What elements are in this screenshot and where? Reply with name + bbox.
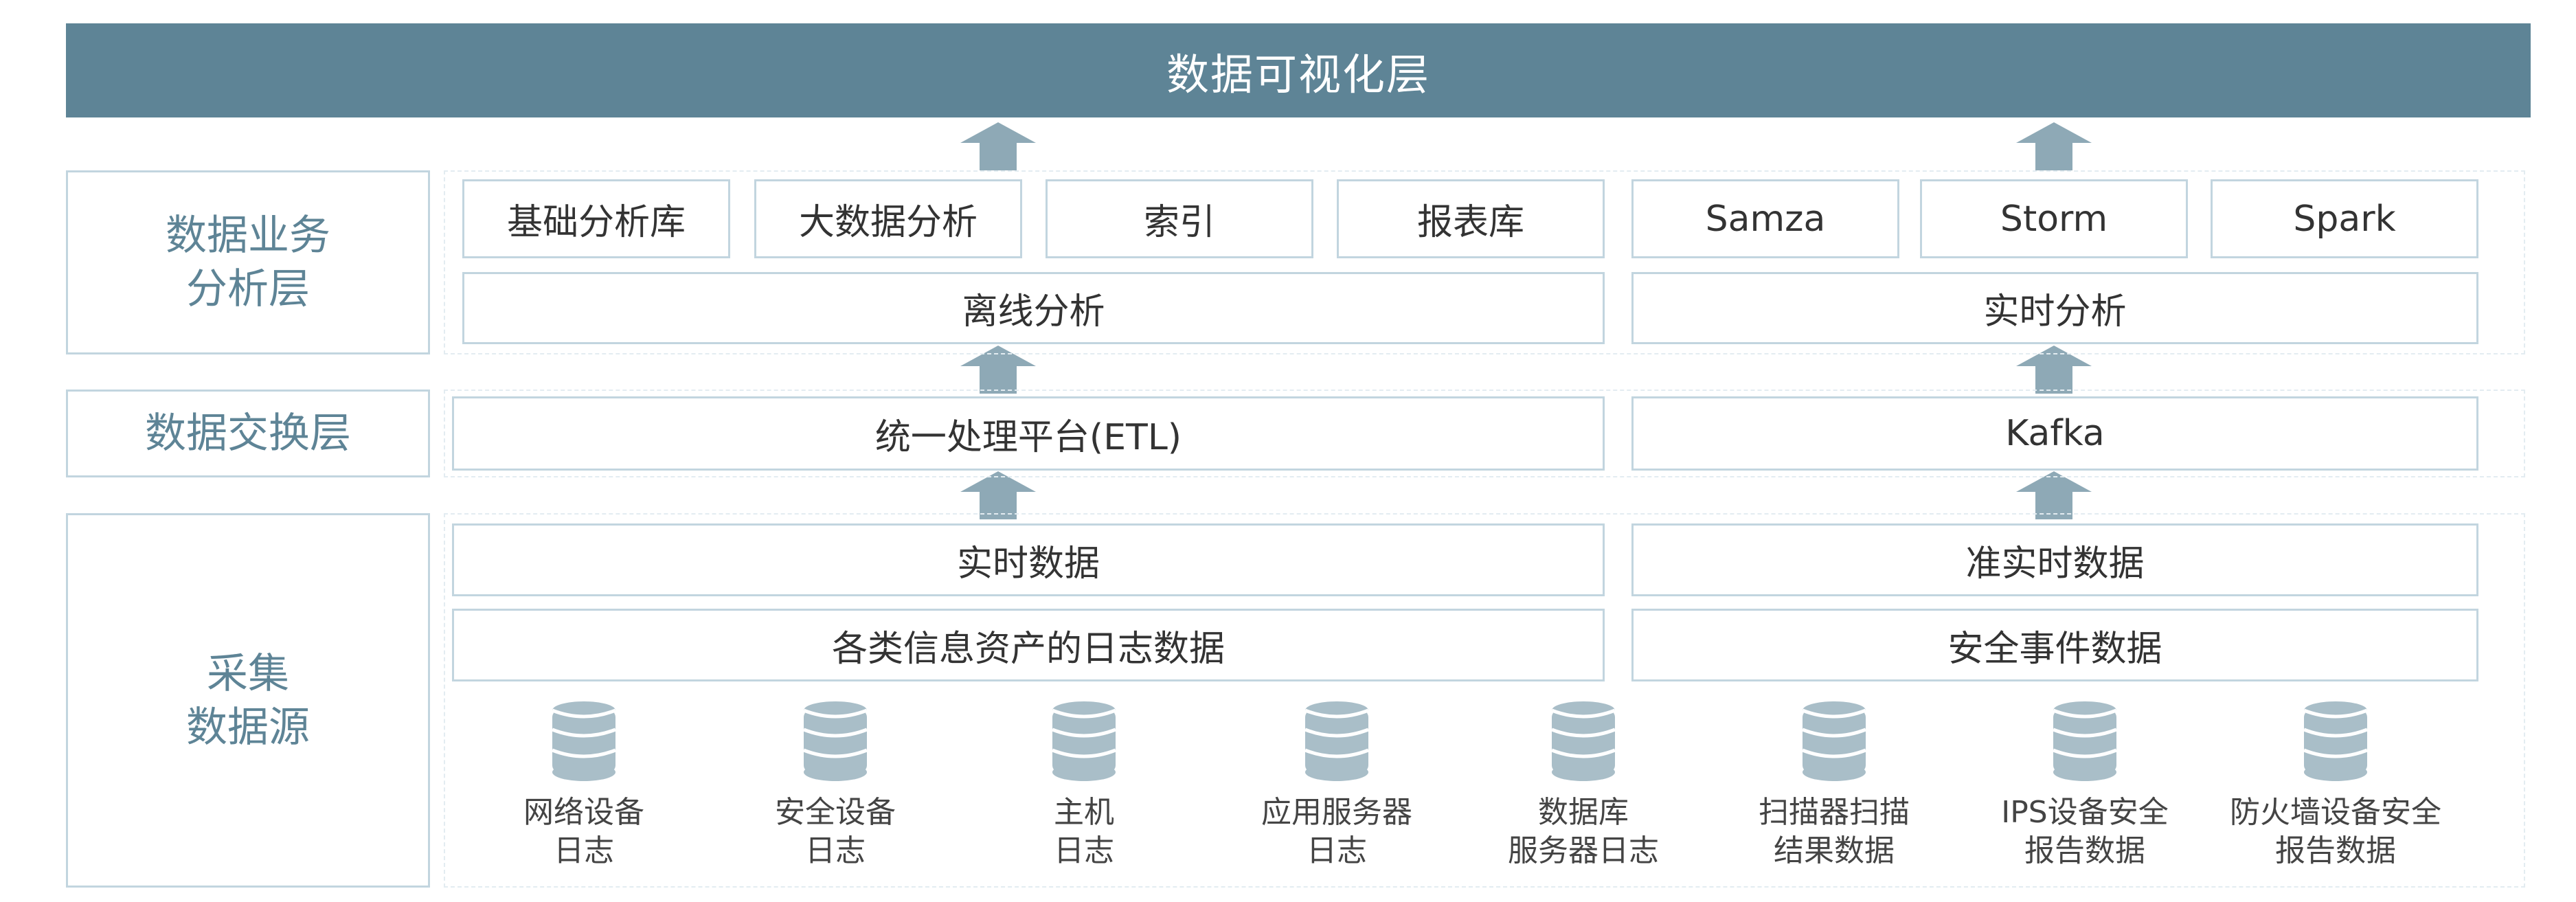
tool-box: Storm xyxy=(1920,179,2188,258)
up-arrow-icon xyxy=(2016,346,2092,394)
realtime-data-label: 实时数据 xyxy=(956,543,1100,585)
analysis-layer-label: 数据业务 分析层 xyxy=(66,170,430,354)
tool-box: Spark xyxy=(2211,179,2478,258)
database-icon xyxy=(550,701,618,782)
database-icon xyxy=(1800,701,1868,782)
exchange-layer-label-text: 数据交换层 xyxy=(145,409,351,458)
tool-box: 基础分析库 xyxy=(462,179,730,258)
source-layer-group xyxy=(444,513,2525,888)
header-title: 数据可视化层 xyxy=(1166,49,1430,100)
tool-box: 大数据分析 xyxy=(754,179,1022,258)
database-label: 主机 日志 xyxy=(1054,795,1114,868)
tool-box: Samza xyxy=(1631,179,1899,258)
asset-logs-label: 各类信息资产的日志数据 xyxy=(831,628,1225,670)
tool-label: Storm xyxy=(2000,198,2108,240)
tool-label: Samza xyxy=(1705,198,1826,240)
source-layer-label-text: 采集 数据源 xyxy=(186,649,310,752)
database-icon xyxy=(1302,701,1371,782)
kafka-label: Kafka xyxy=(2005,413,2105,454)
offline-analysis-box: 离线分析 xyxy=(462,272,1605,344)
realtime-analysis-label: 实时分析 xyxy=(1983,291,2127,332)
exchange-layer-group xyxy=(444,390,2525,477)
database-label: 扫描器扫描 结果数据 xyxy=(1759,795,1910,868)
database-label: IPS设备安全 报告数据 xyxy=(2001,795,2169,868)
database-label: 网络设备 日志 xyxy=(523,795,644,868)
kafka-box: Kafka xyxy=(1631,396,2478,471)
up-arrow-icon xyxy=(960,471,1036,519)
database-label: 防火墙设备安全 报告数据 xyxy=(2230,795,2441,868)
database-label: 应用服务器 日志 xyxy=(1261,795,1412,868)
tool-label: 索引 xyxy=(1143,202,1215,243)
tool-label: 报表库 xyxy=(1416,202,1524,243)
database-icon xyxy=(2050,701,2119,782)
tool-label: 大数据分析 xyxy=(798,202,978,243)
database-icon xyxy=(801,701,870,782)
source-layer-label: 采集 数据源 xyxy=(66,513,430,888)
realtime-analysis-box: 实时分析 xyxy=(1631,272,2478,344)
database-label: 数据库 服务器日志 xyxy=(1508,795,1659,868)
tool-box: 索引 xyxy=(1046,179,1313,258)
up-arrow-icon xyxy=(2016,471,2092,519)
exchange-layer-label: 数据交换层 xyxy=(66,390,430,477)
analysis-layer-group xyxy=(444,170,2525,354)
up-arrow-icon xyxy=(960,346,1036,394)
security-events-label: 安全事件数据 xyxy=(1947,628,2162,670)
etl-platform-box: 统一处理平台(ETL) xyxy=(452,396,1605,471)
visualization-layer-header: 数据可视化层 xyxy=(66,23,2531,117)
tool-label: Spark xyxy=(2293,198,2396,240)
up-arrow-icon xyxy=(2016,122,2092,170)
etl-platform-label: 统一处理平台(ETL) xyxy=(874,416,1182,458)
offline-analysis-label: 离线分析 xyxy=(962,291,1105,332)
asset-logs-box: 各类信息资产的日志数据 xyxy=(452,609,1605,681)
database-icon xyxy=(1050,701,1118,782)
tool-label: 基础分析库 xyxy=(506,202,686,243)
near-realtime-data-box: 准实时数据 xyxy=(1631,523,2478,596)
database-label: 安全设备 日志 xyxy=(775,795,896,868)
analysis-layer-label-text: 数据业务 分析层 xyxy=(166,212,330,313)
near-realtime-data-label: 准实时数据 xyxy=(1965,543,2145,585)
database-icon xyxy=(2301,701,2370,782)
database-icon xyxy=(1549,701,1618,782)
tool-box: 报表库 xyxy=(1337,179,1605,258)
realtime-data-box: 实时数据 xyxy=(452,523,1605,596)
up-arrow-icon xyxy=(960,122,1036,170)
security-events-box: 安全事件数据 xyxy=(1631,609,2478,681)
